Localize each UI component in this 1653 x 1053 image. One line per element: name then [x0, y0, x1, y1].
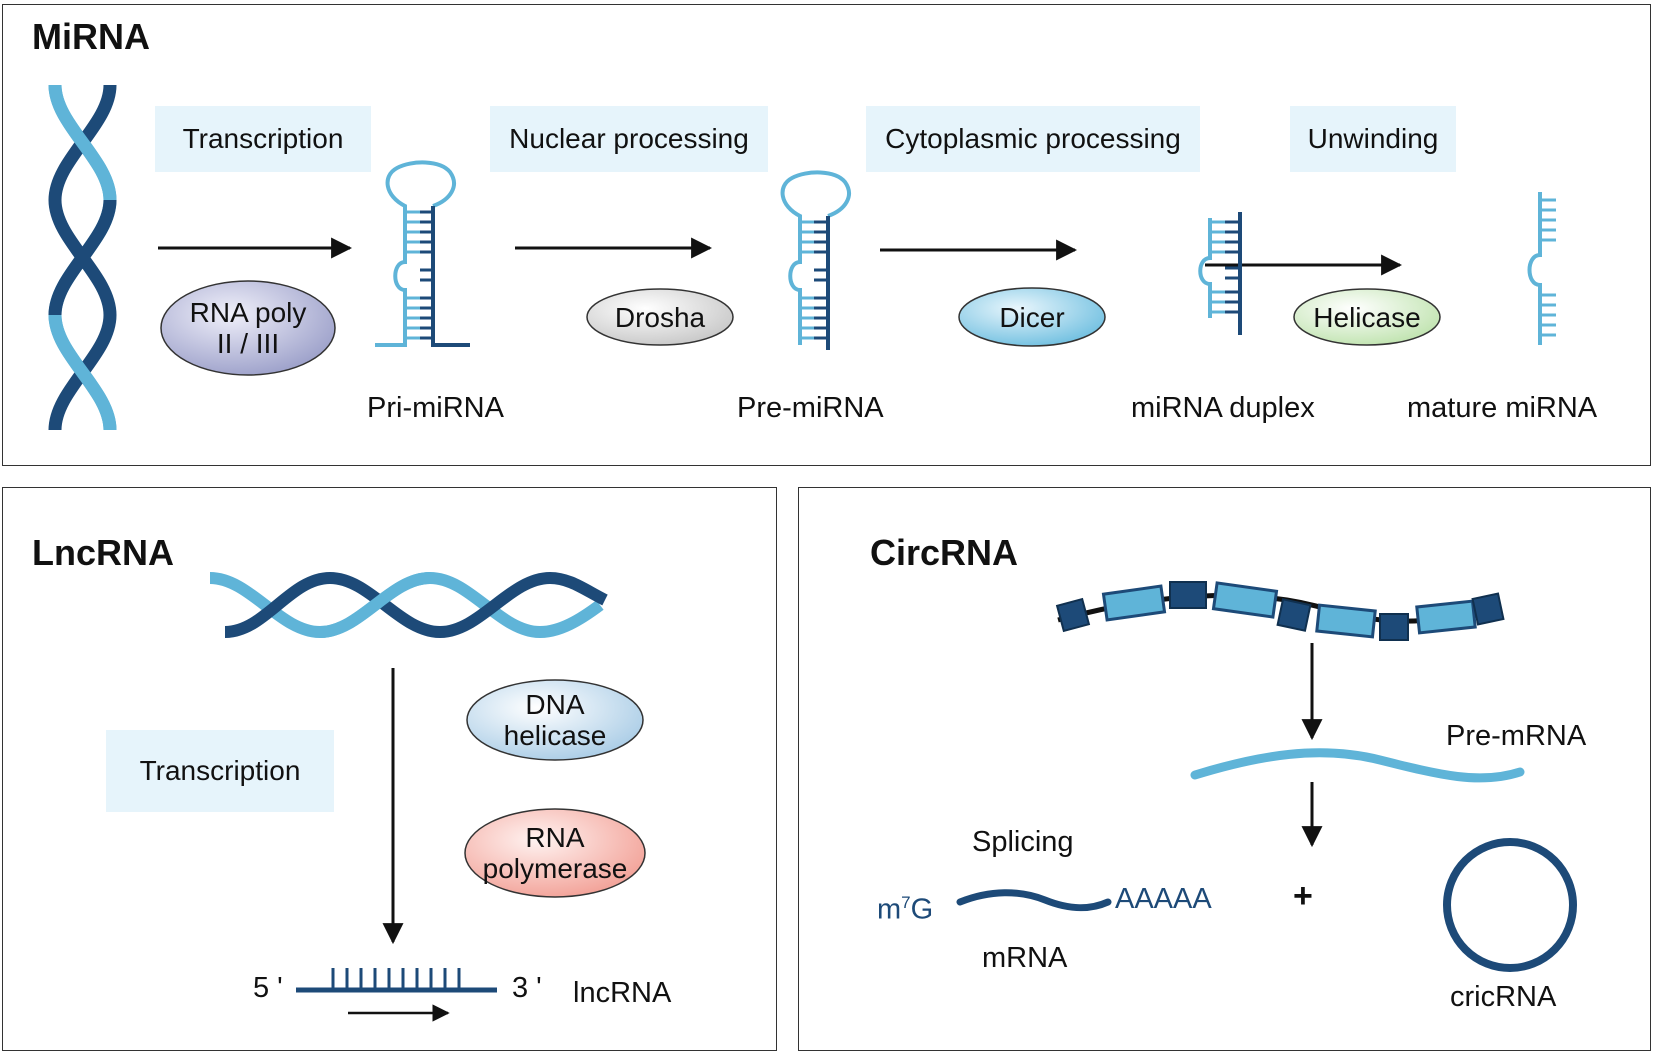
rna-polymerase-line1: RNA: [525, 822, 585, 853]
lncrna-title: LncRNA: [32, 532, 174, 573]
dicer-ellipse: [958, 287, 1106, 347]
gene-exon-chain: [1055, 581, 1505, 641]
step-nuclear-processing: Nuclear processing: [490, 106, 768, 172]
cap-sup: 7: [901, 893, 911, 912]
dicer-label: Dicer: [999, 301, 1065, 333]
mature-mirna: [1527, 192, 1556, 345]
label-mature-mirna: mature miRNA: [1407, 392, 1598, 424]
cap-label: m7G: [877, 893, 933, 927]
mrna-label: mRNA: [982, 942, 1068, 974]
rna-poly-ellipse: [160, 280, 336, 376]
label-pri-mirna: Pri-miRNA: [367, 392, 504, 424]
five-prime-label: 5 ': [253, 972, 283, 1004]
rna-polymerase-line2: polymerase: [482, 853, 628, 884]
pre-mrna-wave: [1190, 748, 1525, 783]
dna-helicase-line2: helicase: [503, 720, 607, 751]
cap-g: G: [910, 893, 934, 926]
rna-poly-line1: RNA poly: [189, 297, 307, 328]
step-transcription: Transcription: [155, 106, 371, 172]
rna-polymerase-ellipse: [464, 808, 646, 898]
drosha-label: Drosha: [614, 301, 706, 333]
lncrna-product-label: lncRNA: [573, 977, 672, 1009]
lncrna-strand: [296, 968, 497, 993]
dna-helix-vertical: [48, 84, 117, 431]
drosha-ellipse: [586, 288, 734, 346]
dna-helix-horizontal: [209, 571, 608, 639]
label-pre-mirna: Pre-miRNA: [737, 392, 884, 424]
lnc-step-transcription: Transcription: [106, 730, 334, 812]
dna-helicase-ellipse: [466, 679, 644, 761]
polya-label: AAAAA: [1115, 883, 1212, 915]
label-mirna-duplex: miRNA duplex: [1131, 392, 1315, 424]
pri-mirna-hairpin: [375, 160, 470, 347]
splicing-label: Splicing: [972, 826, 1074, 858]
dna-helicase-line1: DNA: [525, 689, 585, 720]
step-unwinding: Unwinding: [1290, 106, 1456, 172]
step-cytoplasmic-processing: Cytoplasmic processing: [866, 106, 1200, 172]
circrna-title: CircRNA: [870, 532, 1019, 573]
mirna-duplex: [1198, 212, 1242, 335]
helicase-label: Helicase: [1313, 301, 1421, 333]
cap-m: m: [877, 893, 902, 926]
circrna-product-label: cricRNA: [1450, 981, 1557, 1013]
pre-mirna-hairpin: [780, 170, 851, 350]
helicase-ellipse: [1293, 288, 1441, 346]
mrna-wave: [956, 889, 1112, 912]
mirna-title: MiRNA: [32, 16, 150, 57]
rna-poly-line2: II / III: [216, 328, 280, 359]
three-prime-label: 3 ': [512, 972, 542, 1004]
circrna-ring: [1443, 838, 1577, 972]
plus-sign: +: [1293, 877, 1313, 915]
pre-mrna-label: Pre-mRNA: [1446, 720, 1587, 752]
